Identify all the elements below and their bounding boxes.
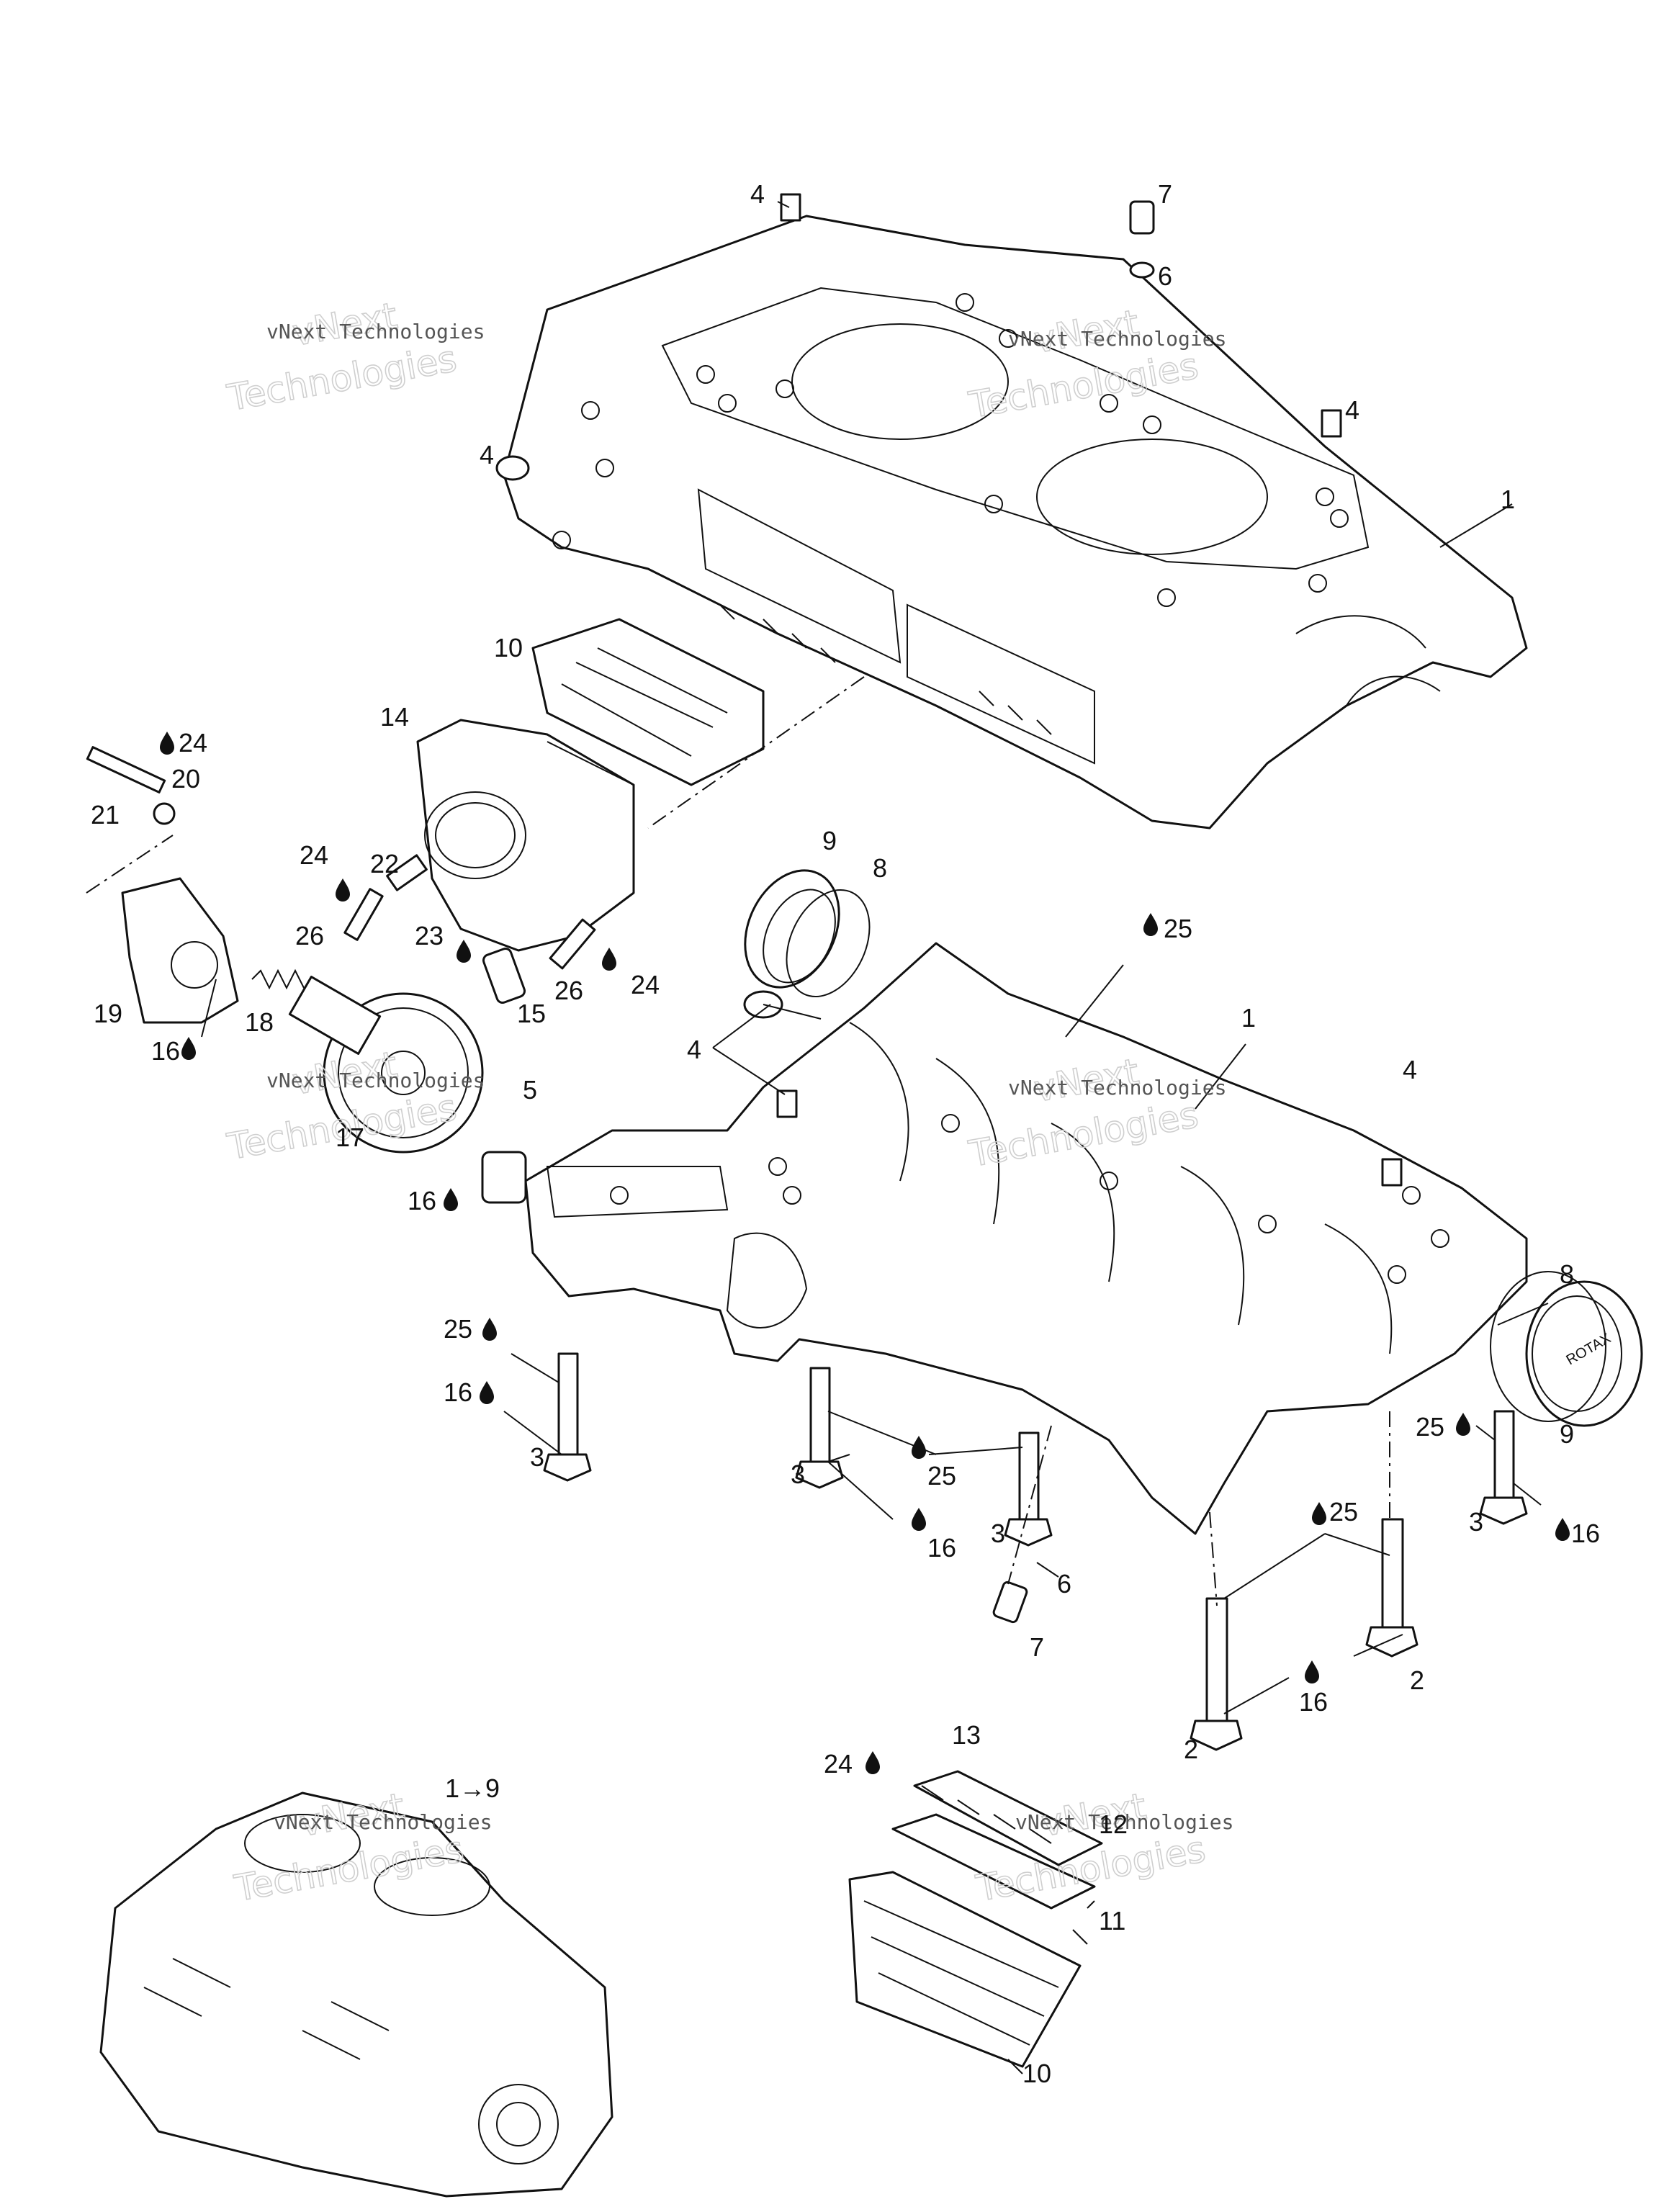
leader-lines [86,201,1549,2074]
oil-drop-icon [1456,1413,1470,1436]
callout-number: 4 [687,1035,701,1064]
end-cover-rotax: ROTAX [1490,1271,1643,1427]
oil-drop-icon [602,948,616,971]
upper-crankcase [503,215,1528,830]
watermark-text: vNext Technologies [266,1069,485,1092]
callout-number: 24 [300,840,328,870]
callout-number: 22 [370,849,399,878]
oil-drop-icon [181,1037,196,1060]
reed-valve-assembly-bottom [848,1770,1103,2068]
callout-number: 18 [245,1007,274,1037]
callout-number: 16 [1571,1519,1600,1548]
ring-seal-9-top [744,869,871,998]
watermark-big: Technologies [224,338,459,419]
callout-number: 16 [1299,1687,1328,1717]
oil-drop-icon [1312,1502,1326,1525]
callout-number: 24 [631,970,660,999]
callout-number: 23 [415,921,444,950]
assembled-engine-thumbnail [99,1791,613,2198]
callout-number: 5 [523,1075,537,1105]
callout-number: 16 [408,1186,436,1215]
callout-number: 2 [1184,1735,1198,1764]
watermark-text: vNext Technologies [266,320,485,343]
oil-drop-icon [336,878,350,902]
callout-number: 15 [517,999,546,1028]
callout-number: 4 [1403,1055,1417,1084]
watermark-text: vNext Technologies [1008,327,1226,351]
callout-number: 12 [1099,1809,1128,1839]
callout-number: 16 [151,1036,180,1066]
callout-number: 17 [336,1123,364,1152]
callout-number: 1 [1501,485,1515,514]
oil-drop-icon [444,1188,458,1211]
oil-drop-icon [912,1436,926,1459]
callout-number: 2 [1410,1665,1424,1695]
callout-number: 4 [750,179,765,209]
oil-drop-icon [1305,1660,1319,1683]
callout-number: 25 [1329,1497,1358,1527]
oil-drop-icon [457,940,471,963]
callout-number: 8 [1560,1259,1574,1289]
drive-gear-assembly [288,976,527,1204]
callout-number: 7 [1158,179,1172,209]
callout-number: 11 [1099,1906,1125,1936]
callout-number: 3 [1469,1507,1483,1537]
watermark-text: vNext Technologies [1015,1810,1233,1834]
bolts [543,1352,1528,1751]
callout-number: 26 [554,976,583,1005]
callout-number: 13 [952,1720,981,1750]
oil-drop-icon [866,1751,880,1774]
watermark-text: vNext Technologies [274,1810,492,1834]
oil-drop-icon [1143,913,1158,936]
callout-number: 8 [873,853,887,883]
watermark-text: vNext Technologies [1008,1076,1226,1100]
oil-drop-icon [1555,1518,1570,1541]
rotary-valve-cover [416,719,635,952]
callout-number: 7 [1030,1632,1044,1662]
oil-drop-icon [480,1381,494,1404]
callout-number: 10 [494,633,523,662]
callout-number: 21 [91,800,120,830]
callout-number: 9 [822,826,837,855]
small-parts-screws [86,193,1403,1187]
callout-number: 24 [824,1749,853,1779]
callout-number: 14 [380,702,409,732]
callout-number: 1 [1241,1003,1256,1033]
callout-number: 6 [1158,261,1172,291]
callout-number: 1→9 [445,1773,500,1803]
callout-number: 24 [179,728,207,757]
callout-number: 25 [927,1461,956,1491]
spring-18 [251,968,305,990]
callout-number: 25 [444,1314,472,1344]
callout-number: 19 [94,999,122,1028]
callout-number: 4 [480,440,494,469]
callout-number: 4 [1345,395,1359,425]
lower-crankcase [524,942,1528,1535]
lubricant-drop-icons [160,732,1570,1774]
reed-valve-top [531,618,765,786]
callout-labels: 4 7 6 4 4 1 10 14 24 20 21 24 22 26 23 1… [91,179,1600,2088]
callout-number: 25 [1416,1412,1444,1442]
oil-drop-icon [160,732,174,755]
callout-number: 6 [1057,1569,1071,1599]
callout-number: 3 [991,1519,1005,1548]
callout-number: 9 [1560,1419,1574,1449]
callout-number: 16 [927,1533,956,1563]
oil-drop-icon [912,1508,926,1531]
rotary-valve-housing [121,877,239,1024]
callout-number: 10 [1022,2059,1051,2088]
callout-number: 25 [1164,914,1192,943]
callout-number: 3 [791,1460,805,1489]
callout-number: 20 [171,764,200,793]
oil-drop-icon [482,1318,497,1341]
callout-number: 16 [444,1377,472,1407]
callout-number: 3 [530,1442,544,1472]
callout-number: 26 [295,921,324,950]
